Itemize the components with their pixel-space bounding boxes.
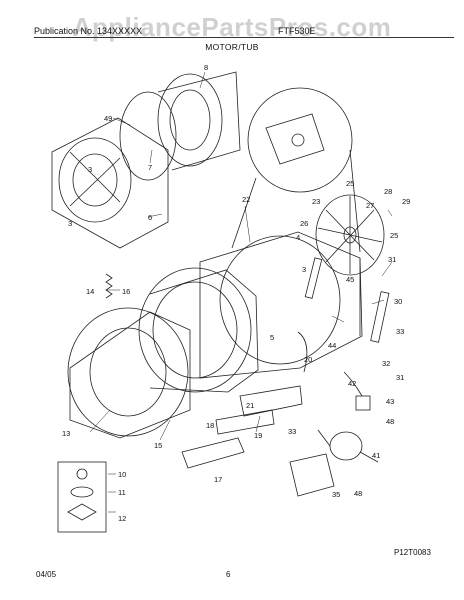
- callout-label: 25: [390, 231, 398, 240]
- callout-label: 19: [254, 431, 262, 440]
- callout-label: 15: [154, 441, 162, 450]
- page-number: 6: [226, 570, 231, 579]
- callout-label: 23: [312, 197, 320, 206]
- callout-label: 13: [62, 429, 70, 438]
- header-rule: [34, 37, 454, 38]
- page-header: AppliancePartsPros.com Publication No. 1…: [0, 0, 464, 62]
- publication-number: Publication No. 134XXXXX: [34, 26, 143, 36]
- callout-label: 33: [396, 327, 404, 336]
- callout-label: 22: [242, 195, 250, 204]
- callout-label: 11: [118, 488, 126, 497]
- callout-label: 12: [118, 514, 126, 523]
- spring-part: [105, 273, 113, 299]
- callout-label: 5: [270, 333, 274, 342]
- callout-label: 32: [382, 359, 390, 368]
- outer-tub-part: [199, 231, 363, 379]
- model-number: FTF530E: [278, 26, 316, 36]
- bearing-housing-part: [157, 71, 241, 171]
- front-tub-part: [67, 307, 191, 439]
- callout-label: 44: [328, 341, 336, 350]
- section-title: MOTOR/TUB: [205, 42, 259, 52]
- callout-label: 7: [148, 163, 152, 172]
- inner-drum-part: [138, 267, 259, 393]
- detail-magnifier: [231, 87, 361, 253]
- callout-label: 30: [394, 297, 402, 306]
- callout-label: 43: [386, 397, 394, 406]
- callout-label: 10: [118, 470, 126, 479]
- hose-20-part: [297, 331, 308, 373]
- callout-label: 3: [88, 165, 92, 174]
- drain-pump-part: [289, 429, 379, 497]
- footer-date: 04/05: [36, 570, 57, 579]
- callout-label: 4: [296, 233, 300, 242]
- callout-label: 31: [396, 373, 404, 382]
- callout-label: 6: [148, 213, 152, 222]
- callout-label: 16: [122, 287, 130, 296]
- gasket-ring-part: [119, 91, 177, 181]
- callout-label: 3: [302, 265, 306, 274]
- callout-label: 27: [366, 201, 374, 210]
- label-plate-part: [181, 437, 245, 469]
- callout-label: 35: [332, 490, 340, 499]
- callout-label: 31: [388, 255, 396, 264]
- shock-absorber-part: [304, 257, 390, 343]
- leader-lines: [89, 71, 393, 513]
- callout-label: 33: [288, 427, 296, 436]
- callout-label: 18: [206, 421, 214, 430]
- callout-label: 45: [346, 275, 354, 284]
- callout-label: 48: [386, 417, 394, 426]
- callout-label: 3: [68, 219, 72, 228]
- callout-label: 42: [348, 379, 356, 388]
- callout-labels: 8 49 7 3 6 3 22 3 4 25 28 27 29 23 25 26…: [62, 63, 410, 523]
- hose-part: [343, 371, 371, 411]
- base-bracket-part: [215, 385, 303, 435]
- callout-label: 17: [214, 475, 222, 484]
- rear-cover-part: [51, 117, 169, 249]
- callout-label: 20: [304, 355, 312, 364]
- figure-id: P12T0083: [394, 548, 431, 557]
- pulley-part: [315, 194, 385, 276]
- callout-label: 49: [104, 114, 112, 123]
- callout-label: 8: [204, 63, 208, 72]
- callout-label: 14: [86, 287, 94, 296]
- callout-label: 25: [346, 179, 354, 188]
- callout-label: 26: [300, 219, 308, 228]
- callout-label: 29: [402, 197, 410, 206]
- callout-label: 28: [384, 187, 392, 196]
- callout-label: 41: [372, 451, 380, 460]
- leveling-feet-kit: [57, 461, 107, 533]
- callout-label: 48: [354, 489, 362, 498]
- callout-label: 21: [246, 401, 254, 410]
